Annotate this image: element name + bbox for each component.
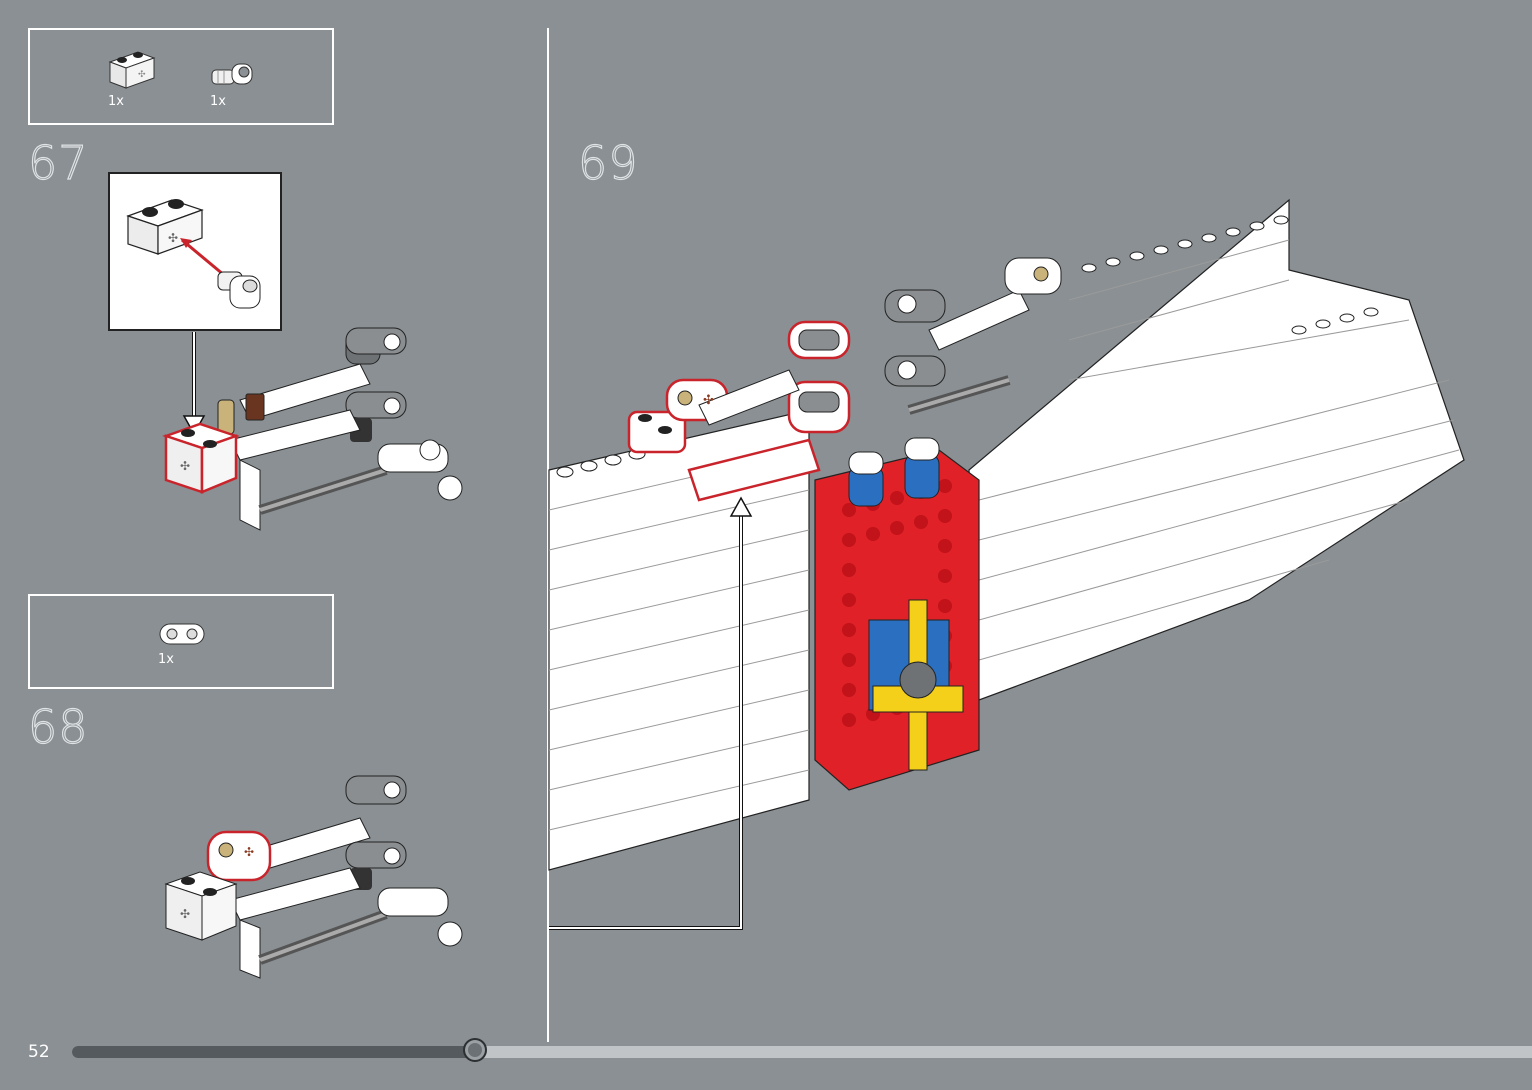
technic-brick-1x2-axle-hole-icon: ✣ (108, 44, 158, 90)
svg-text:✣: ✣ (244, 845, 254, 859)
step-number: 67 (28, 136, 89, 190)
callout-brick-with-pin-illustration: ✣ (126, 190, 266, 320)
svg-text:✣: ✣ (168, 231, 178, 245)
step-69-assembly-illustration: ✣ (549, 180, 1489, 940)
progress-bar-knob (463, 1038, 487, 1062)
svg-text:✣: ✣ (138, 70, 146, 80)
step-67-assembly-illustration: ✣ (160, 320, 480, 550)
parts-list-step-68: 1x (28, 594, 334, 689)
part-quantity: 1x (108, 94, 124, 109)
svg-text:✣: ✣ (180, 459, 190, 473)
page-number: 52 (28, 1042, 50, 1062)
parts-list-step-67: ✣ 1x 1x (28, 28, 334, 125)
part-quantity: 1x (210, 94, 226, 109)
step-68-assembly-illustration: ✣ ✣ (160, 764, 480, 994)
technic-liftarm-1x2-icon (158, 618, 208, 650)
sub-assembly-callout: ✣ (108, 172, 282, 331)
svg-text:✣: ✣ (703, 393, 714, 408)
progress-bar-fill (72, 1046, 475, 1058)
progress-bar (72, 1046, 1532, 1058)
part-quantity: 1x (158, 652, 174, 667)
axle-connector-pin-icon (210, 56, 260, 92)
svg-text:✣: ✣ (180, 907, 190, 921)
step-number: 68 (28, 700, 89, 754)
